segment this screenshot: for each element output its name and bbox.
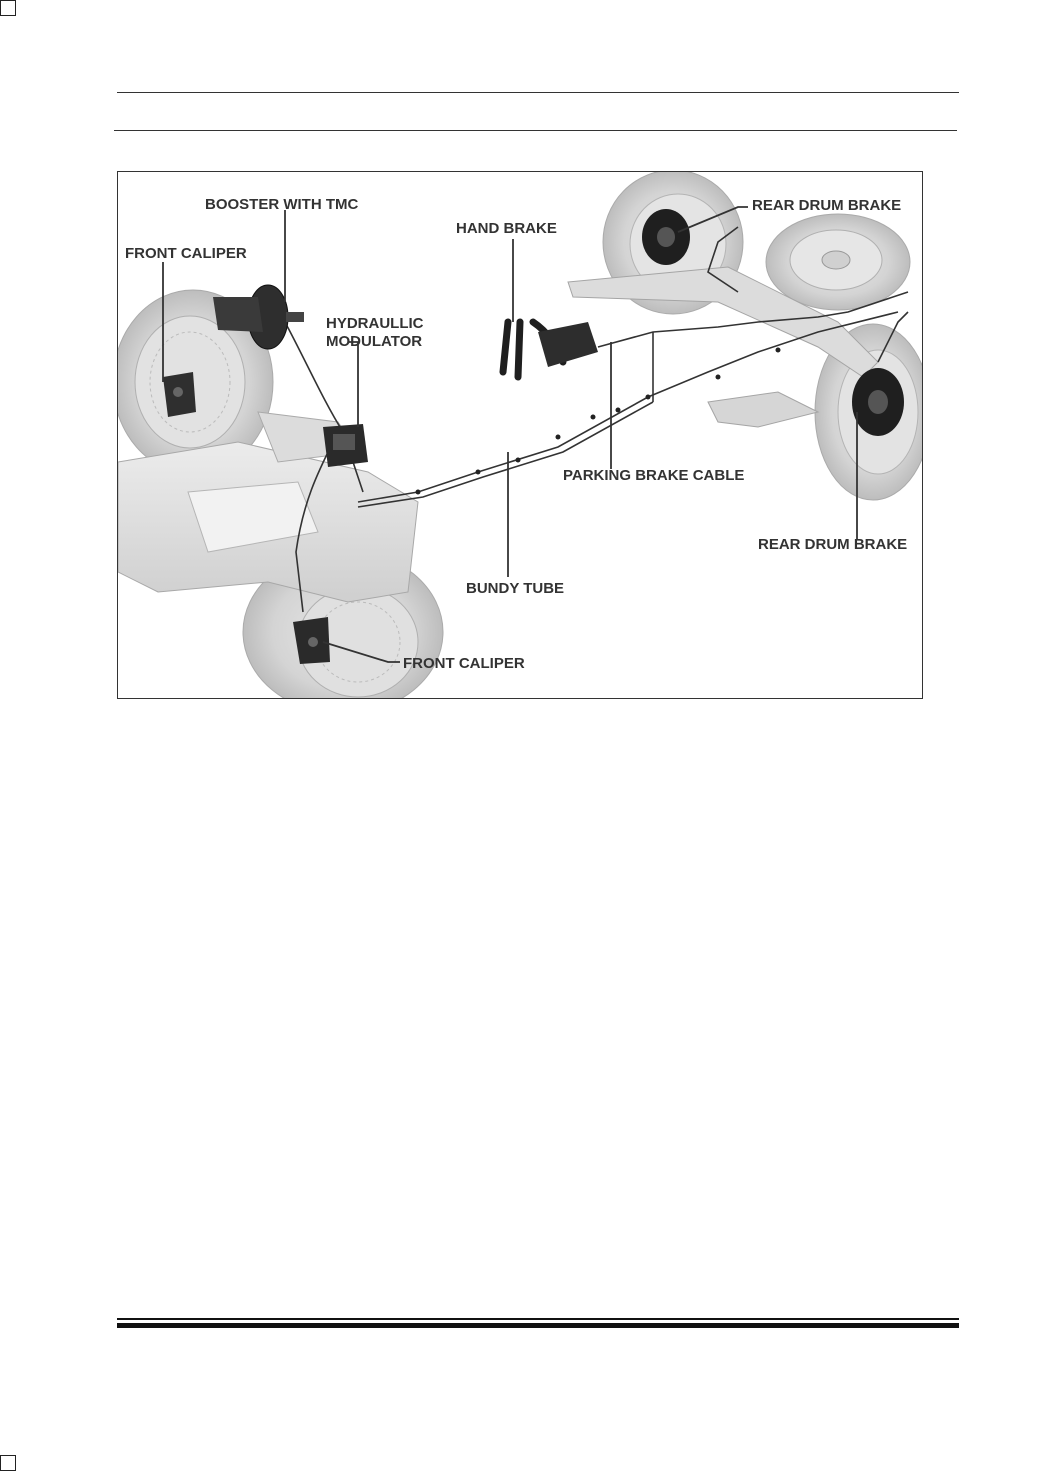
label-rear-drum-brake-top: REAR DRUM BRAKE [752,197,901,214]
callout-leaders [162,206,858,663]
rear-drum-brake-top-part [642,209,690,265]
header-rule-top [117,92,959,93]
front-caliper-bottom-part [293,617,330,664]
header-rule-bottom [114,130,957,131]
footer-rule-thick [117,1323,959,1328]
label-front-caliper-bottom: FRONT CALIPER [403,655,525,672]
spare-wheel [765,213,911,311]
front-caliper-top-part [163,372,196,417]
line-clips [415,347,781,495]
footer-rule-thin [117,1318,959,1320]
corner-mark-top [0,0,16,16]
label-hand-brake: HAND BRAKE [456,220,557,237]
rear-drum-brake-bottom-part [852,368,904,436]
label-rear-drum-brake-bottom: REAR DRUM BRAKE [758,536,907,553]
hand-brake-housing [538,322,598,367]
hydraulic-modulator [323,424,368,467]
label-hydraulic-modulator-line2: MODULATOR [326,333,422,350]
label-front-caliper-top: FRONT CALIPER [125,245,247,262]
brake-system-illustration: BOOSTER WITH TMC FRONT CALIPER HAND BRAK… [118,172,922,698]
label-hydraulic-modulator-line1: HYDRAULLIC [326,315,424,332]
label-booster-with-tmc: BOOSTER WITH TMC [205,196,358,213]
brake-system-figure: BOOSTER WITH TMC FRONT CALIPER HAND BRAK… [117,171,923,699]
booster-with-tmc [213,284,304,350]
label-parking-brake-cable: PARKING BRAKE CABLE [563,467,744,484]
label-bundy-tube: BUNDY TUBE [466,580,564,597]
corner-mark-bottom [0,1455,16,1471]
